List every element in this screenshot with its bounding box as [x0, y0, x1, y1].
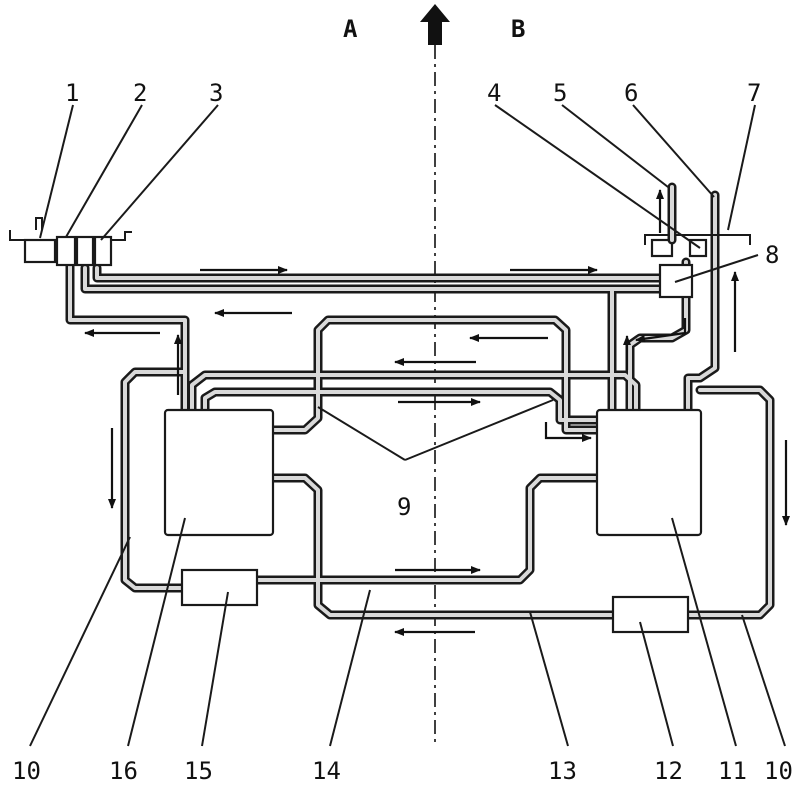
- label-1: 1: [65, 79, 79, 107]
- pipe-network-inner: [68, 193, 772, 617]
- pump-15: [180, 568, 259, 607]
- label-8: 8: [765, 241, 779, 269]
- label-12: 12: [654, 757, 683, 785]
- label-13: 13: [548, 757, 577, 785]
- label-11: 11: [718, 757, 747, 785]
- label-10-left: 10: [12, 757, 41, 785]
- label-4: 4: [487, 79, 501, 107]
- label-5: 5: [553, 79, 567, 107]
- side-label-a: A: [343, 15, 358, 43]
- tank-16: [163, 408, 275, 537]
- left-nozzle-assembly: [9, 217, 132, 267]
- label-16: 16: [109, 757, 138, 785]
- tank-11: [595, 408, 703, 537]
- label-10-right: 10: [764, 757, 793, 785]
- right-nozzle-assembly: [644, 182, 751, 258]
- flow-arrows: [84, 189, 790, 636]
- label-6: 6: [624, 79, 638, 107]
- label-14: 14: [312, 757, 341, 785]
- leader-lines: [29, 104, 786, 747]
- label-3: 3: [209, 79, 223, 107]
- forward-arrow-icon: [420, 4, 450, 45]
- label-9: 9: [397, 493, 411, 521]
- label-15: 15: [184, 757, 213, 785]
- side-label-b: B: [511, 15, 525, 43]
- pump-12: [611, 595, 690, 634]
- pipe-network: [65, 190, 775, 620]
- label-2: 2: [133, 79, 147, 107]
- label-7: 7: [747, 79, 761, 107]
